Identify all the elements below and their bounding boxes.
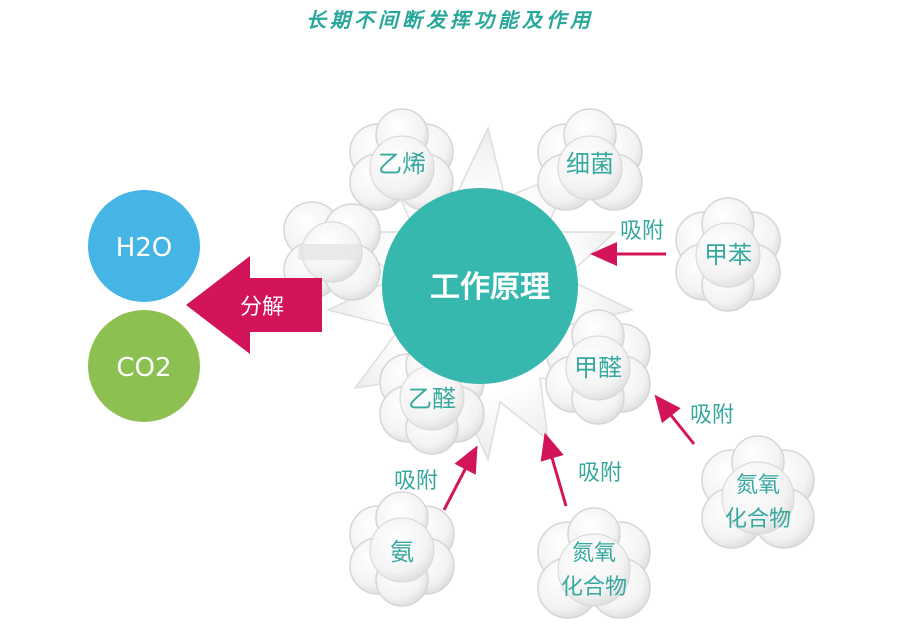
bubble-partial-left <box>283 201 381 301</box>
adsorb-label-toluene: 吸附 <box>620 219 664 244</box>
adsorb-label-nox-bottom: 吸附 <box>578 461 622 486</box>
adsorb-arrow-nox-bottom <box>540 432 568 507</box>
bubble-nox-bottom: 氮氧 化合物 <box>537 507 651 619</box>
label-nox-right-line1: 氮氧 <box>736 473 780 498</box>
co2-circle <box>88 310 200 422</box>
label-formaldehyde: 甲醛 <box>574 354 622 382</box>
page-title: 长期不间断发挥功能及作用 <box>306 8 594 32</box>
label-acetaldehyde: 乙醛 <box>408 385 456 413</box>
label-bacteria: 细菌 <box>566 150 614 178</box>
label-ammonia: 氨 <box>390 538 414 566</box>
label-nox-bottom-line1: 氮氧 <box>572 541 616 566</box>
label-nox-bottom-line2: 化合物 <box>561 575 627 600</box>
bubble-ethylene: 乙烯 <box>349 108 454 211</box>
label-toluene: 甲苯 <box>704 241 752 269</box>
bubble-ammonia: 氨 <box>349 491 455 607</box>
adsorb-label-ammonia: 吸附 <box>394 469 438 494</box>
h2o-circle <box>88 190 200 302</box>
adsorb-arrow-nox-right <box>654 394 696 445</box>
label-nox-right-line2: 化合物 <box>725 507 791 532</box>
h2o-label: H2O <box>116 233 173 263</box>
decompose-label: 分解 <box>240 295 284 320</box>
decompose-arrow <box>186 256 322 354</box>
center-label: 工作原理 <box>430 270 550 305</box>
adsorb-arrow-ammonia <box>442 445 478 511</box>
label-ethylene: 乙烯 <box>378 150 426 178</box>
co2-label: CO2 <box>116 353 171 383</box>
bubble-bacteria: 细菌 <box>537 108 643 211</box>
center-circle <box>382 188 578 384</box>
bubble-toluene: 甲苯 <box>675 197 781 312</box>
bubble-nox-right: 氮氧 化合物 <box>701 435 815 549</box>
adsorb-label-nox-right: 吸附 <box>690 403 734 428</box>
